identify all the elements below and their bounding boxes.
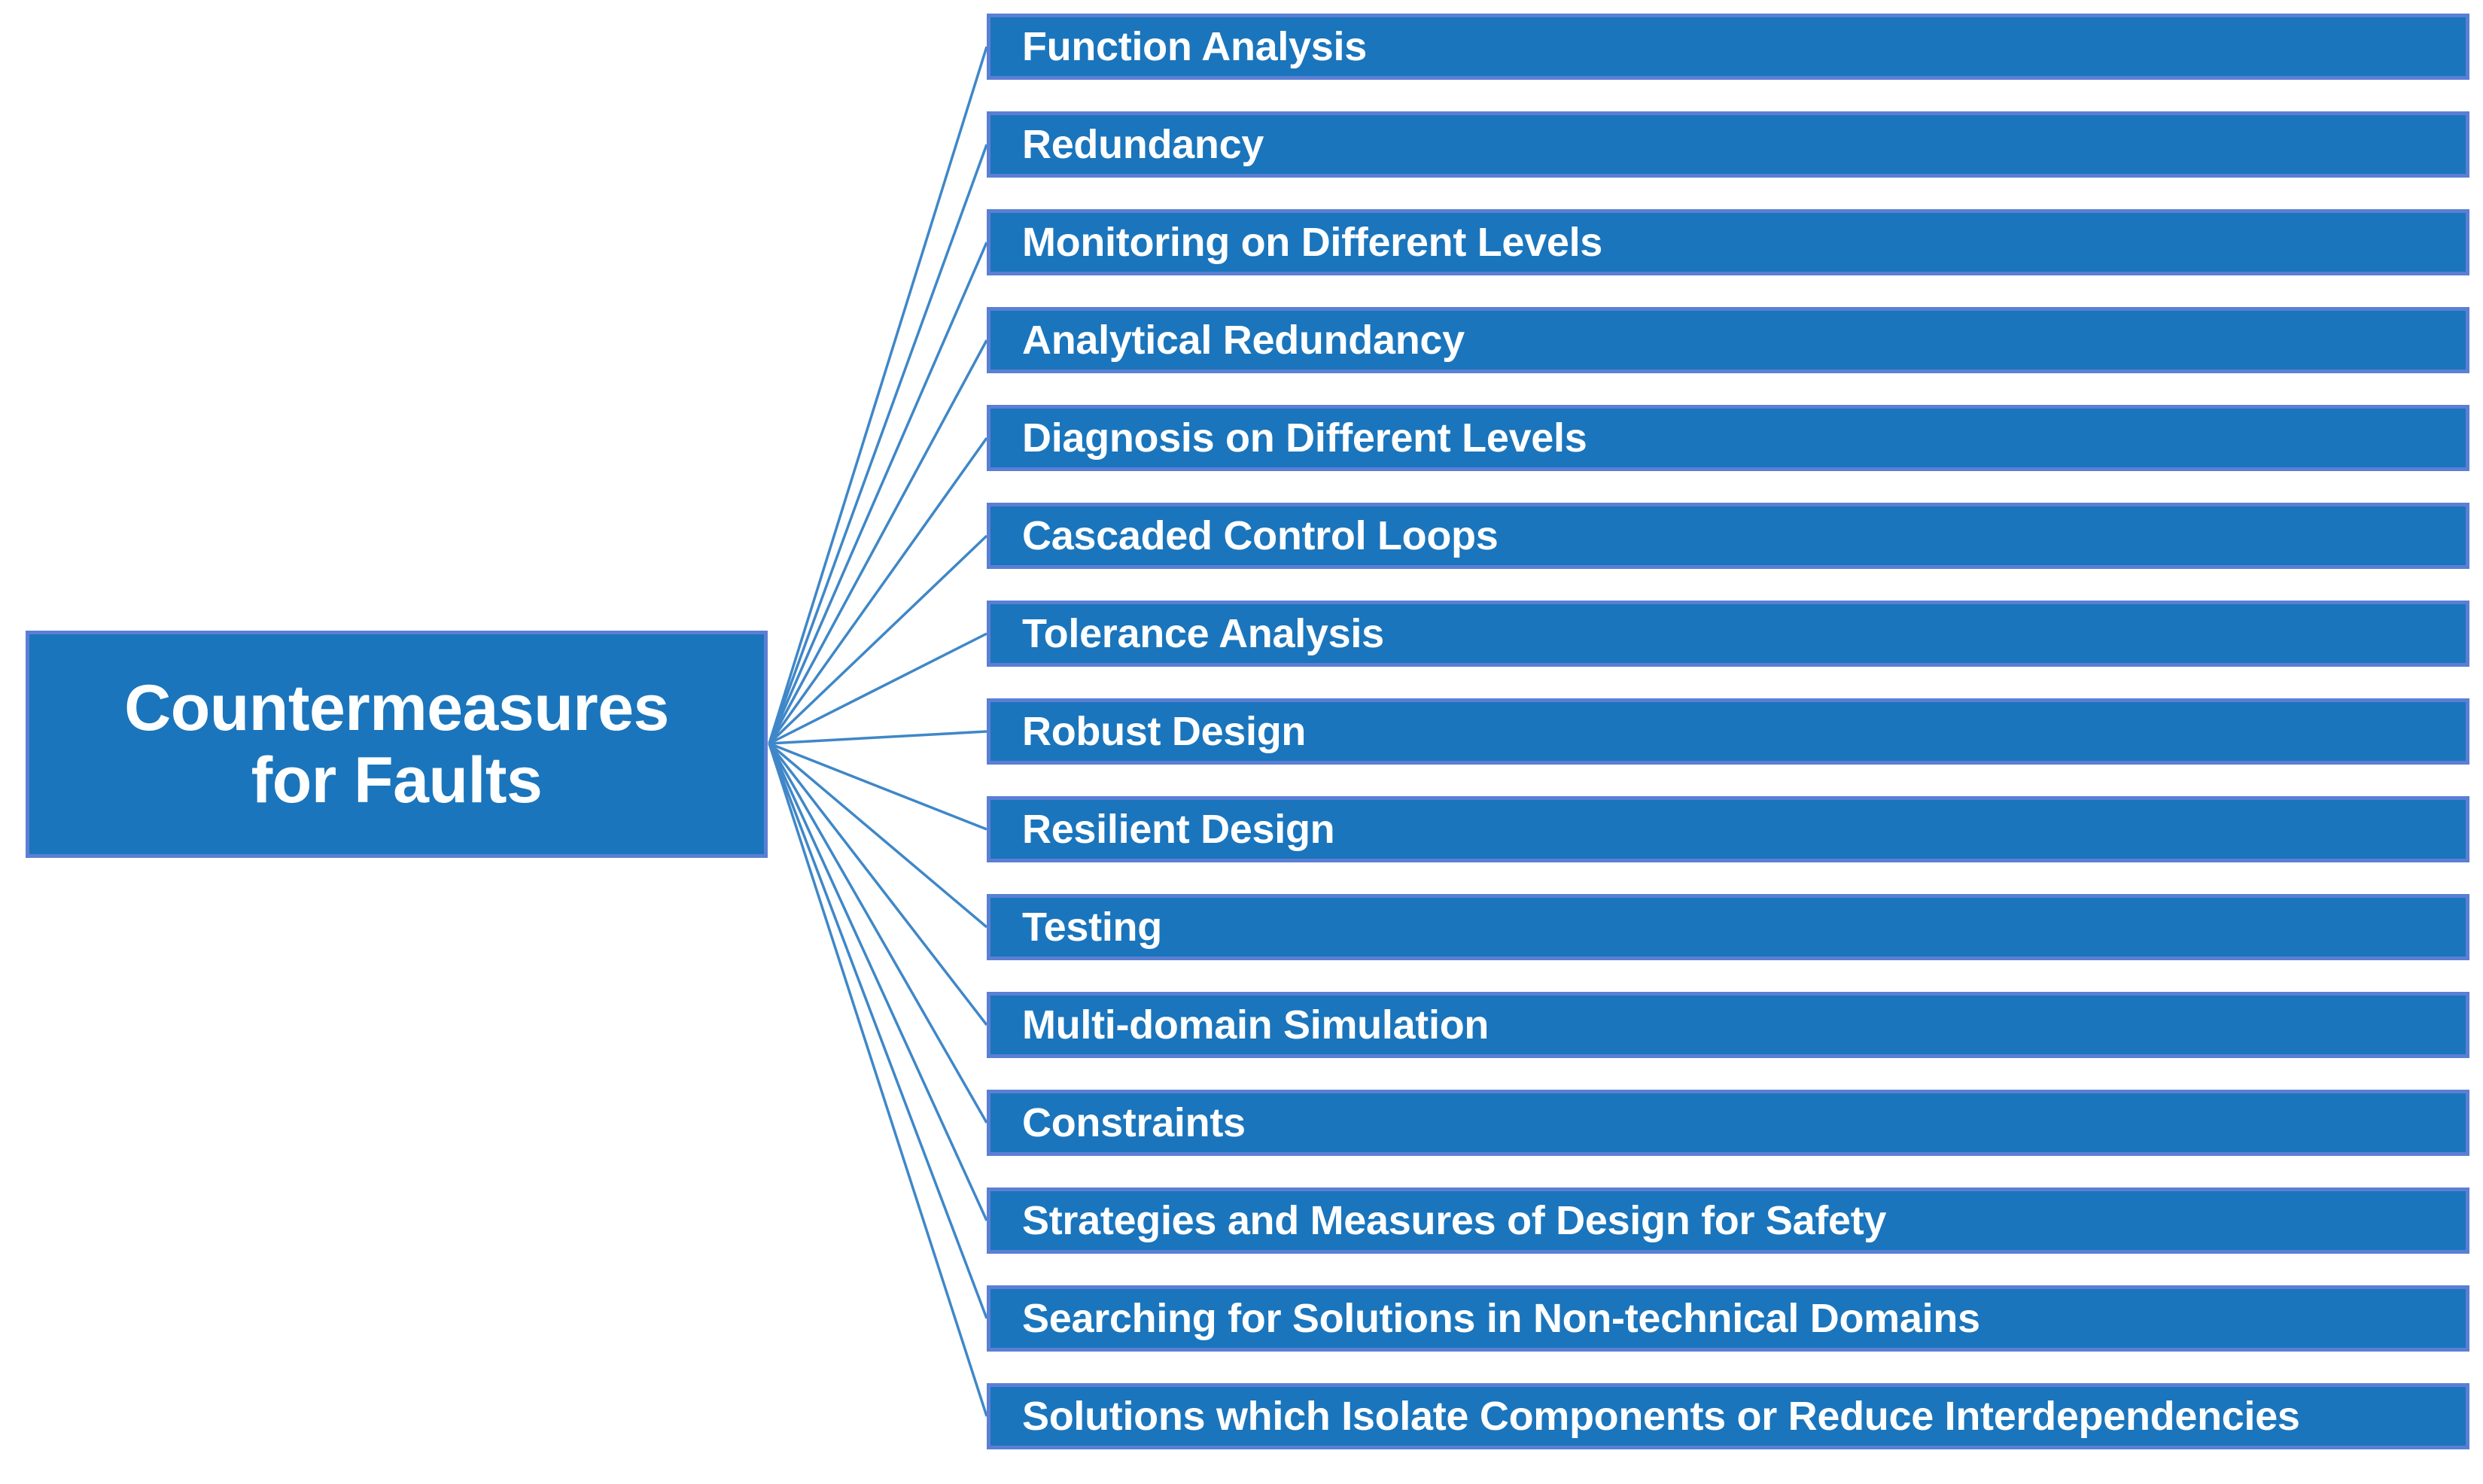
branch-node[interactable]: Searching for Solutions in Non-technical… bbox=[987, 1285, 2469, 1352]
root-node-label-line-1: Countermeasures bbox=[124, 671, 669, 744]
branch-node[interactable]: Strategies and Measures of Design for Sa… bbox=[987, 1188, 2469, 1254]
branch-node-label: Testing bbox=[1022, 905, 1162, 950]
branch-node-label: Analytical Redundancy bbox=[1022, 318, 1465, 363]
branch-node-label: Redundancy bbox=[1022, 122, 1264, 167]
connector-line bbox=[768, 436, 988, 745]
branch-node-label: Constraints bbox=[1022, 1100, 1246, 1145]
branch-node-label: Robust Design bbox=[1022, 709, 1307, 754]
branch-node-label: Diagnosis on Different Levels bbox=[1022, 415, 1587, 461]
connector-line bbox=[768, 339, 988, 744]
root-node-label: Countermeasures for Faults bbox=[115, 672, 678, 817]
branch-node-label: Strategies and Measures of Design for Sa… bbox=[1022, 1198, 1887, 1243]
branch-node[interactable]: Testing bbox=[987, 894, 2469, 960]
branch-node[interactable]: Solutions which Isolate Components or Re… bbox=[987, 1383, 2469, 1449]
branch-node[interactable]: Cascaded Control Loops bbox=[987, 503, 2469, 569]
connector-line bbox=[768, 742, 987, 831]
connector-line bbox=[768, 743, 988, 1124]
branch-node[interactable]: Diagnosis on Different Levels bbox=[987, 405, 2469, 471]
connector-line bbox=[768, 742, 988, 929]
branch-node-label: Solutions which Isolate Components or Re… bbox=[1022, 1394, 2300, 1439]
root-node-countermeasures-for-faults[interactable]: Countermeasures for Faults bbox=[26, 631, 768, 858]
connector-line bbox=[768, 632, 987, 745]
connector-line bbox=[768, 242, 988, 744]
connector-line bbox=[768, 742, 988, 1026]
branch-node-label: Tolerance Analysis bbox=[1022, 611, 1384, 656]
branch-node[interactable]: Robust Design bbox=[987, 698, 2469, 765]
connector-line bbox=[768, 743, 988, 1319]
branch-node[interactable]: Monitoring on Different Levels bbox=[987, 209, 2469, 275]
connector-line bbox=[768, 46, 988, 744]
branch-node-label: Resilient Design bbox=[1022, 807, 1335, 852]
root-node-label-line-2: for Faults bbox=[251, 744, 543, 817]
branch-node-label: Cascaded Control Loops bbox=[1022, 513, 1499, 558]
connector-line bbox=[768, 743, 988, 1221]
connector-line bbox=[768, 730, 987, 745]
connector-line bbox=[768, 144, 988, 744]
branch-node-label: Searching for Solutions in Non-technical… bbox=[1022, 1296, 1980, 1341]
branch-node[interactable]: Function Analysis bbox=[987, 14, 2469, 80]
branch-node-label: Multi-domain Simulation bbox=[1022, 1002, 1489, 1048]
branch-node[interactable]: Redundancy bbox=[987, 111, 2469, 178]
connector-line bbox=[768, 743, 988, 1417]
branch-node-label: Function Analysis bbox=[1022, 24, 1367, 69]
branch-node-label: Monitoring on Different Levels bbox=[1022, 220, 1603, 265]
branch-node[interactable]: Analytical Redundancy bbox=[987, 307, 2469, 373]
connector-line bbox=[768, 534, 988, 745]
branch-node[interactable]: Multi-domain Simulation bbox=[987, 992, 2469, 1058]
branch-node[interactable]: Resilient Design bbox=[987, 796, 2469, 862]
branch-node[interactable]: Tolerance Analysis bbox=[987, 601, 2469, 667]
branch-node[interactable]: Constraints bbox=[987, 1090, 2469, 1156]
